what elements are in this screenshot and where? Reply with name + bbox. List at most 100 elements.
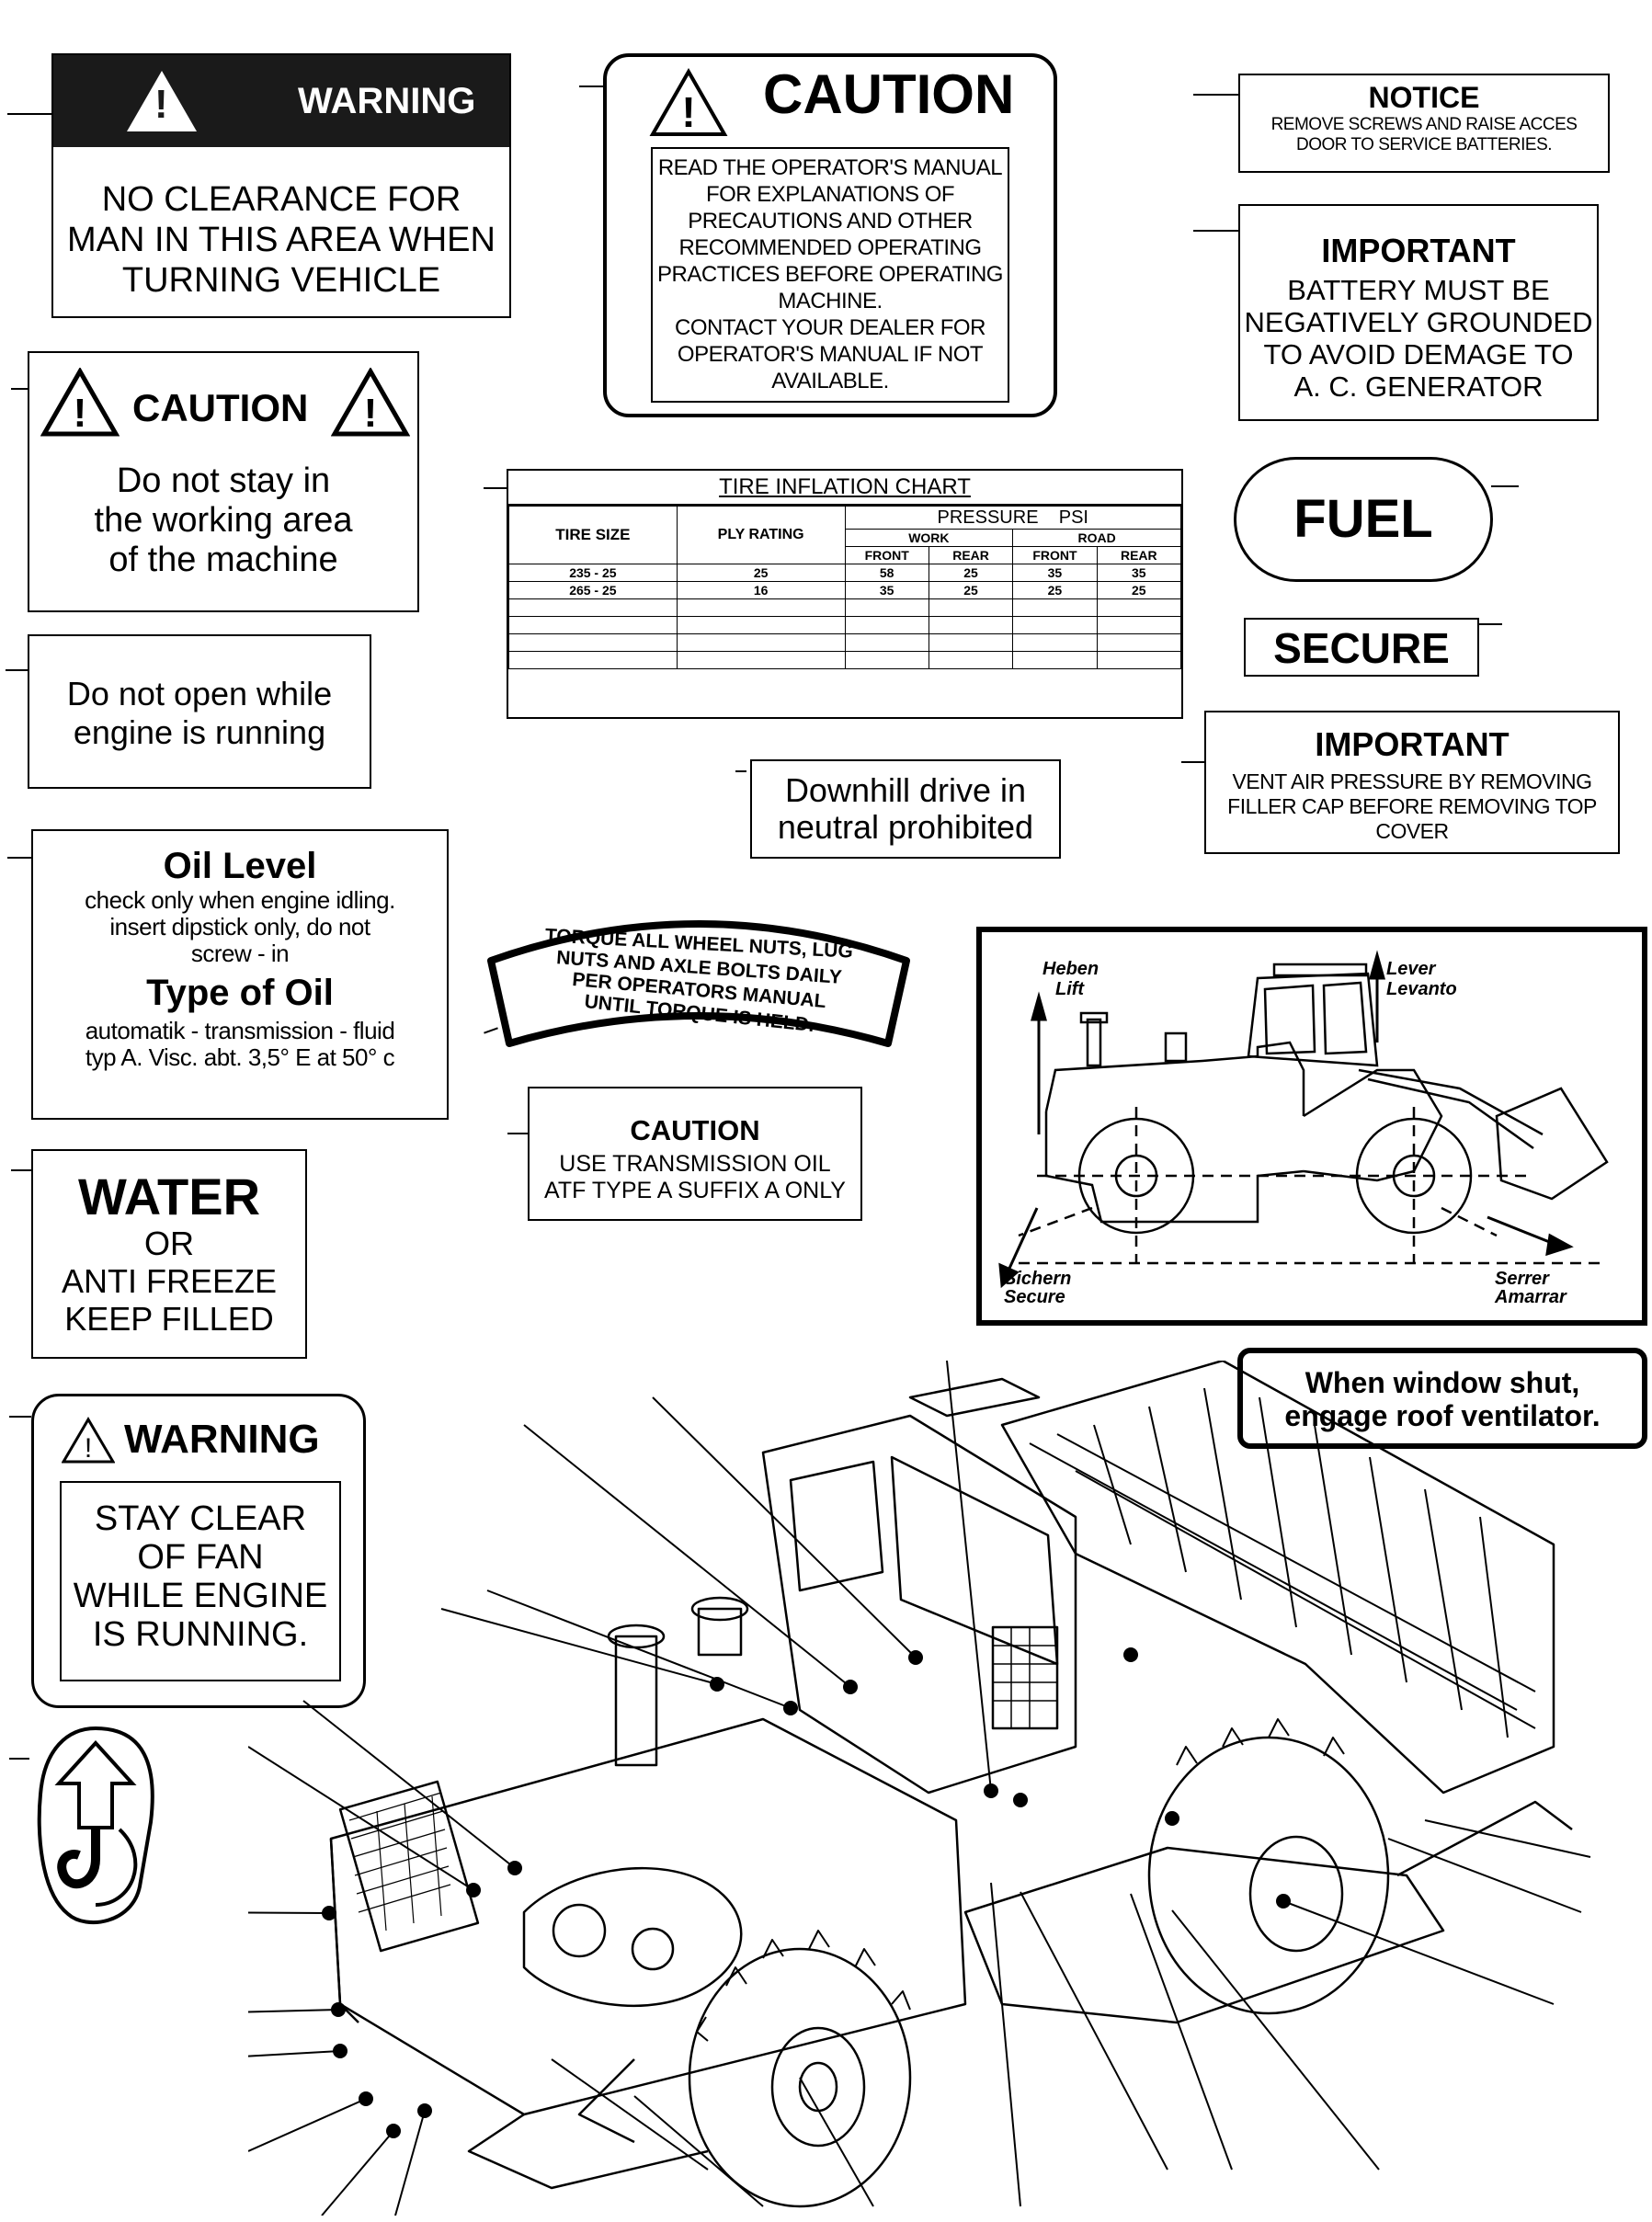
oil-type-line-2: typ A. Visc. abt. 3,5° E at 50° c — [85, 1043, 395, 1071]
road-front-cell: 35 — [1012, 564, 1098, 582]
table-row: 235 - 25 25 58 25 35 35 — [508, 564, 1182, 582]
window-line-1: When window shut, — [1305, 1366, 1580, 1399]
caution-working-area-decal: ! CAUTION ! Do not stay in the working a… — [28, 351, 419, 612]
caution-working-line-1: Do not stay in — [116, 461, 331, 500]
serrer-label-top: Serrer — [1495, 1269, 1550, 1289]
caution-manual-line-1: READ THE OPERATOR'S MANUAL — [657, 155, 1003, 180]
downhill-decal: Downhill drive in neutral prohibited — [750, 759, 1061, 859]
ply-rating-header: PLY RATING — [676, 506, 846, 564]
ply-cell: 25 — [676, 564, 846, 582]
oil-type-line-1: automatik - transmission - fluid — [85, 1017, 395, 1044]
caution-manual-line-3: PRECAUTIONS AND OTHER — [688, 209, 973, 234]
caution-working-line-3: of the machine — [108, 541, 338, 579]
caution-manual-line-8: OPERATOR'S MANUAL IF NOT — [677, 342, 984, 367]
important-vent-header: IMPORTANT — [1315, 725, 1510, 763]
important-vent-line-1: VENT AIR PRESSURE BY REMOVING — [1232, 769, 1592, 793]
oil-level-line-3: screw - in — [190, 940, 290, 967]
road-rear-cell: 35 — [1096, 564, 1182, 582]
important-battery-line-1: BATTERY MUST BE — [1287, 274, 1550, 306]
lift-hook-icon — [37, 1726, 154, 1925]
warning-turning-decal: WARNING NO CLEARANCE FOR MAN IN THIS ARE… — [51, 53, 511, 318]
caution-manual-line-9: AVAILABLE. — [771, 369, 889, 393]
work-header: WORK — [844, 529, 1014, 547]
warning-triangle-icon — [127, 71, 197, 131]
warning-fan-line-2: OF FAN — [137, 1538, 264, 1577]
road-rear-header: REAR — [1096, 546, 1182, 564]
caution-manual-header: CAUTION — [763, 63, 1015, 125]
caution-manual-line-7: CONTACT YOUR DEALER FOR — [675, 315, 986, 340]
do-not-open-line-2: engine is running — [73, 713, 326, 751]
do-not-open-line-1: Do not open while — [66, 675, 333, 712]
work-front-cell: 35 — [844, 581, 929, 599]
warning-fan-line-1: STAY CLEAR — [94, 1499, 307, 1538]
fuel-label: FUEL — [1293, 489, 1433, 549]
table-row-empty — [508, 616, 1182, 634]
tire-size-cell: 235 - 25 — [508, 564, 678, 582]
caution-triangle-left-icon: ! — [40, 368, 120, 437]
lift-label-top: Heben — [1042, 959, 1099, 979]
oil-level-line-1: check only when engine idling. — [85, 886, 395, 914]
water-line-1: OR — [144, 1225, 194, 1262]
svg-text:!: ! — [85, 1433, 92, 1464]
lever-label-bottom: Levanto — [1386, 979, 1457, 999]
window-ventilator-decal: When window shut, engage roof ventilator… — [1237, 1348, 1647, 1449]
road-front-header: FRONT — [1012, 546, 1098, 564]
warning-line-2: MAN IN THIS AREA WHEN — [67, 221, 496, 259]
lift-points-decal: Heben Lift Lever Levanto Sichern Secure … — [976, 927, 1647, 1326]
work-rear-header: REAR — [928, 546, 1014, 564]
ply-cell: 16 — [676, 581, 846, 599]
torque-decal: TORQUE ALL WHEEL NUTS, LUG NUTS AND AXLE… — [487, 920, 910, 1047]
warning-line-1: NO CLEARANCE FOR — [101, 180, 461, 219]
caution-triangle-right-icon: ! — [331, 368, 410, 437]
table-row-empty — [508, 633, 1182, 652]
caution-transmission-line-2: ATF TYPE A SUFFIX A ONLY — [544, 1178, 846, 1203]
warning-header-label: WARNING — [298, 80, 476, 121]
warning-line-3: TURNING VEHICLE — [121, 261, 441, 300]
important-battery-line-4: A. C. GENERATOR — [1293, 370, 1544, 403]
secure-label: SECURE — [1273, 624, 1450, 672]
downhill-line-2: neutral prohibited — [777, 808, 1034, 846]
water-decal: WATER OR ANTI FREEZE KEEP FILLED — [31, 1149, 307, 1359]
window-line-2: engage roof ventilator. — [1284, 1399, 1601, 1432]
tire-chart-table: TIRE SIZE PLY RATING PRESSURE PSI WORK R… — [508, 506, 1182, 669]
important-battery-decal: IMPORTANT BATTERY MUST BE NEGATIVELY GRO… — [1238, 204, 1599, 421]
warning-fan-line-3: WHILE ENGINE — [73, 1577, 328, 1615]
serrer-label-bottom: Amarrar — [1494, 1287, 1567, 1307]
notice-batteries-decal: NOTICE REMOVE SCREWS AND RAISE ACCES DOO… — [1238, 74, 1610, 173]
important-battery-header: IMPORTANT — [1321, 232, 1516, 269]
lift-label-bottom: Lift — [1055, 979, 1085, 999]
notice-header: NOTICE — [1368, 81, 1480, 114]
caution-manual-line-6: MACHINE. — [778, 289, 883, 313]
do-not-open-decal: Do not open while engine is running — [28, 634, 371, 789]
warning-fan-decal: ! WARNING STAY CLEAR OF FAN WHILE ENGINE… — [31, 1394, 366, 1708]
caution-transmission-line-1: USE TRANSMISSION OIL — [559, 1151, 831, 1177]
loader-side-illustration: Heben Lift Lever Levanto Sichern Secure … — [998, 950, 1609, 1307]
lever-label-top: Lever — [1386, 959, 1437, 979]
road-front-cell: 25 — [1012, 581, 1098, 599]
notice-line-2: DOOR TO SERVICE BATTERIES. — [1295, 135, 1553, 154]
svg-text:!: ! — [681, 88, 695, 136]
notice-line-1: REMOVE SCREWS AND RAISE ACCES — [1270, 115, 1578, 134]
work-rear-cell: 25 — [928, 564, 1014, 582]
caution-triangle-icon: ! — [649, 68, 728, 136]
secure-label-bottom: Secure — [1004, 1287, 1065, 1307]
svg-text:!: ! — [364, 391, 378, 436]
tire-size-cell: 265 - 25 — [508, 581, 678, 599]
warning-fan-line-4: IS RUNNING. — [92, 1615, 309, 1654]
oil-type-title: Type of Oil — [146, 973, 334, 1013]
important-vent-decal: IMPORTANT VENT AIR PRESSURE BY REMOVING … — [1204, 711, 1620, 854]
caution-manual-decal: ! CAUTION READ THE OPERATOR'S MANUAL FOR… — [603, 53, 1057, 417]
caution-transmission-header: CAUTION — [630, 1114, 760, 1146]
secure-label-top: Sichern — [1004, 1269, 1071, 1289]
water-line-2: ANTI FREEZE — [61, 1262, 278, 1300]
water-title: WATER — [77, 1168, 261, 1225]
table-row-empty — [508, 651, 1182, 669]
tire-inflation-chart: TIRE INFLATION CHART TIRE SIZE PLY RATIN… — [507, 469, 1183, 719]
svg-text:!: ! — [74, 391, 87, 436]
table-row-empty — [508, 598, 1182, 617]
oil-level-title: Oil Level — [163, 846, 317, 886]
secure-decal: SECURE — [1244, 618, 1479, 677]
important-battery-line-3: TO AVOID DEMAGE TO — [1263, 338, 1574, 370]
tire-chart-title: TIRE INFLATION CHART — [719, 474, 971, 499]
caution-manual-line-2: FOR EXPLANATIONS OF — [705, 182, 955, 207]
